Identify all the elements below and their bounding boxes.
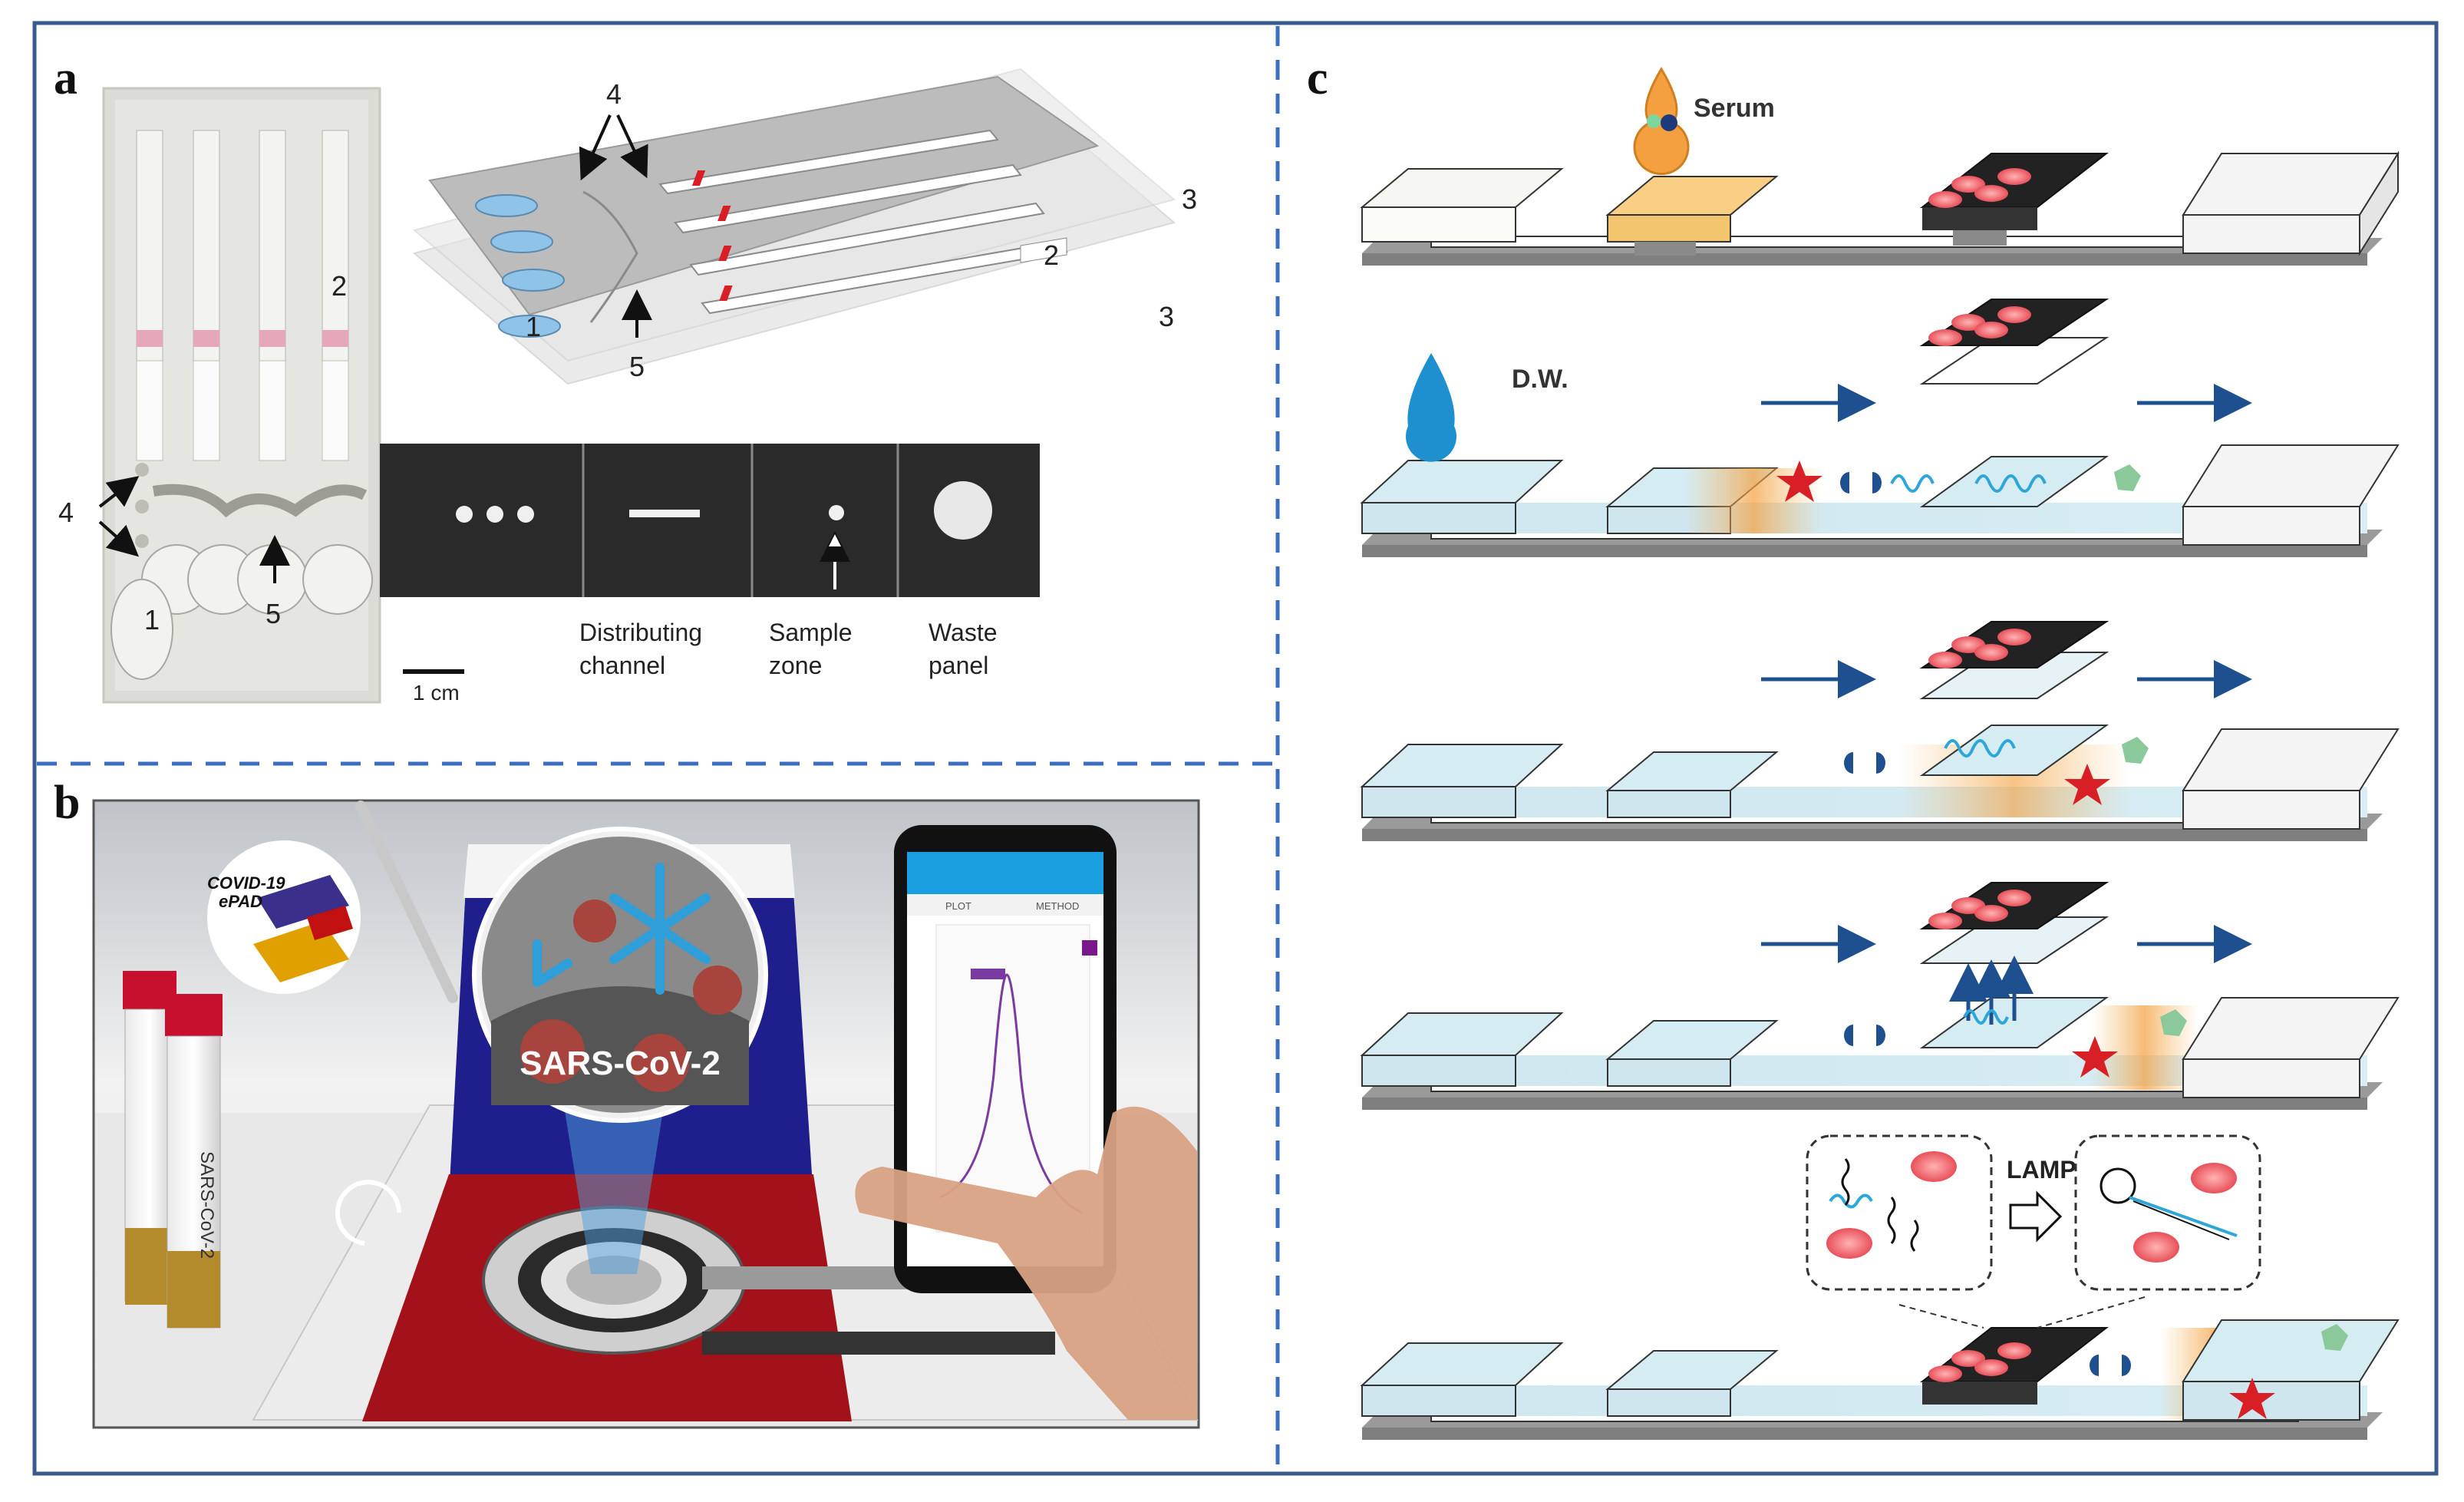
caption-sample-2: zone: [769, 652, 822, 679]
lamp-label: LAMP: [2007, 1156, 2076, 1183]
callout-2-right: 2: [1044, 239, 1059, 271]
lamp-inset-before: [1806, 1134, 1993, 1291]
strip-stage-2: D.W.: [1360, 299, 2400, 558]
lens-text: SARS-CoV-2: [520, 1045, 721, 1082]
callout-1-photo: 1: [144, 604, 160, 635]
callout-5-photo: 5: [266, 598, 281, 629]
callout-3-lower: 3: [1159, 301, 1174, 332]
sample-tubes: SARS-CoV-2: [123, 971, 223, 1329]
layer-schematic: [412, 68, 1176, 385]
caption-waste-2: panel: [929, 652, 988, 679]
callout-1-top: 1: [526, 311, 541, 342]
callout-4-photo: 4: [58, 497, 74, 528]
device-photo: [102, 87, 381, 704]
strip-stage-3: [1360, 621, 2400, 842]
magnified-lens: SARS-CoV-2: [472, 827, 768, 1123]
waste-strip: [380, 444, 1040, 597]
device-inset: COVID-19 ePAD: [207, 840, 361, 994]
callout-5-top: 5: [629, 351, 645, 382]
caption-sample-1: Sample: [769, 619, 853, 646]
pipette: [355, 801, 458, 1003]
serum-label: Serum: [1694, 94, 1775, 123]
caption-distributing-1: Distributing: [579, 619, 702, 646]
phone-tab-plot: PLOT: [945, 900, 971, 912]
scale-bar-label: 1 cm: [413, 681, 460, 705]
panel-c-label: c: [1307, 52, 1328, 104]
panel-b: b: [54, 777, 1200, 1429]
hand: [855, 1106, 1197, 1420]
tube-label: SARS-CoV-2: [196, 1151, 217, 1259]
outer-border: [32, 21, 2439, 1476]
strip-stage-4: [1360, 882, 2400, 1111]
caption-waste-1: Waste: [929, 619, 998, 646]
panel-b-label: b: [54, 777, 80, 829]
strip-stage-5: LAMP: [1360, 1134, 2400, 1441]
strip-stage-1: Serum: [1360, 67, 2400, 266]
callout-4-top: 4: [606, 78, 622, 110]
lamp-inset-after: [2074, 1134, 2261, 1291]
device-tag-2: ePAD: [219, 892, 262, 911]
device-tag-1: COVID-19: [207, 873, 285, 893]
caption-distributing-2: channel: [579, 652, 665, 679]
dw-label: D.W.: [1512, 365, 1568, 394]
panel-c: c Serum: [1307, 52, 2400, 1441]
panel-a: a: [54, 52, 1197, 705]
panel-a-label: a: [54, 52, 78, 104]
phone-tab-method: METHOD: [1036, 900, 1079, 912]
lamp-arrow: [2009, 1190, 2063, 1243]
callout-2-photo: 2: [332, 270, 347, 302]
test-strips: [136, 130, 349, 461]
callout-3-upper: 3: [1182, 183, 1197, 215]
callouts: [98, 114, 652, 583]
